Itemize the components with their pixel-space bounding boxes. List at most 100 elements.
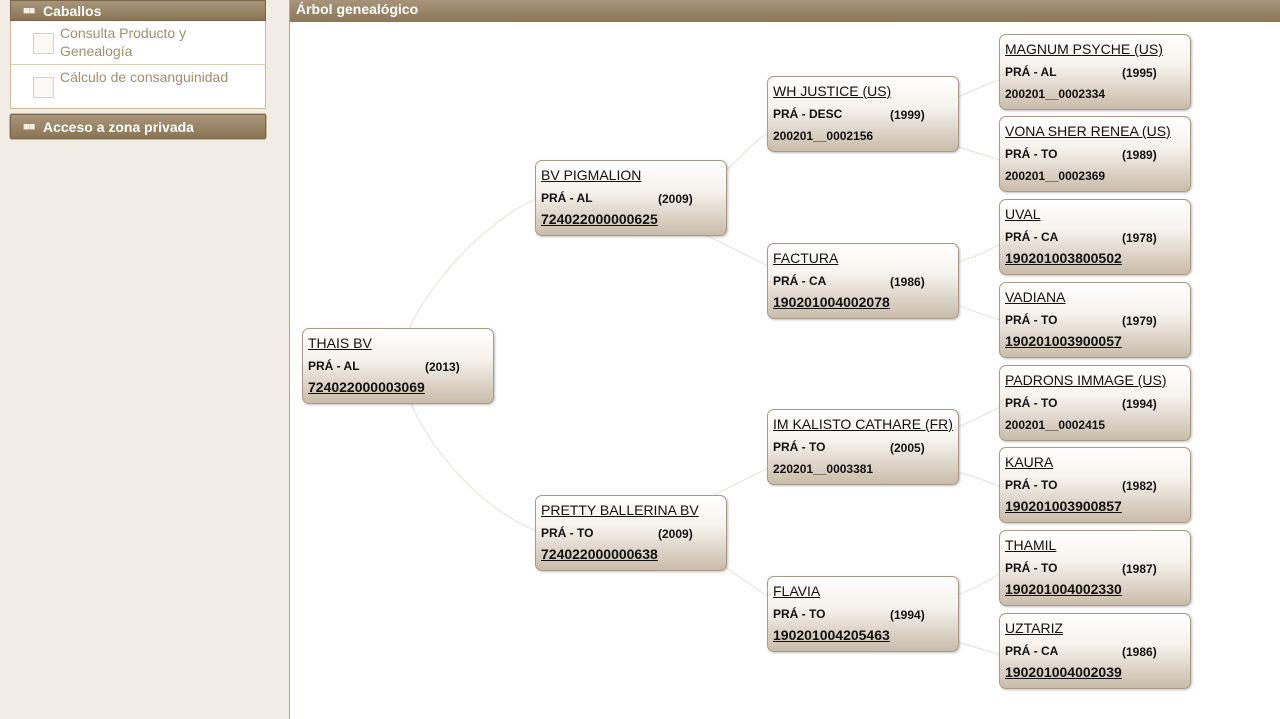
- horse-card-grandparent: FLAVIA PRÁ - TO (1994) 190201004205463: [767, 576, 959, 652]
- horse-breed: PRÁ - AL: [541, 191, 593, 205]
- connector-line: [957, 79, 1001, 98]
- sidebar-menu: Consulta Producto y Genealogía Cálculo d…: [10, 21, 266, 109]
- connector-line: [957, 243, 1001, 263]
- horse-code-link[interactable]: 724022000000638: [541, 546, 658, 562]
- horse-card-great-grandparent: KAURA PRÁ - TO (1982) 190201003900857: [999, 447, 1191, 523]
- horse-name-link[interactable]: THAIS BV: [308, 335, 372, 351]
- horse-breed: PRÁ - TO: [773, 607, 826, 621]
- connector-line: [709, 466, 771, 498]
- horse-breed: PRÁ - AL: [1005, 65, 1057, 79]
- connector-line: [957, 406, 1001, 428]
- page-title: Árbol genealógico: [290, 0, 1280, 22]
- horse-code-link[interactable]: 190201004002330: [1005, 581, 1122, 597]
- horse-year: (1994): [1122, 397, 1157, 411]
- horse-year: (1986): [1122, 645, 1157, 659]
- horse-breed: PRÁ - TO: [541, 526, 594, 540]
- connector-line: [699, 231, 771, 268]
- horse-code: 200201__0002156: [773, 129, 874, 143]
- horse-code-link[interactable]: 190201003800502: [1005, 250, 1122, 266]
- connector-line: [957, 641, 1001, 656]
- horse-year: (1994): [890, 608, 925, 622]
- horse-year: (1986): [890, 275, 925, 289]
- horse-name-link[interactable]: UZTARIZ: [1005, 620, 1064, 636]
- horse-card-great-grandparent: THAMIL PRÁ - TO (1987) 190201004002330: [999, 530, 1191, 606]
- horse-name-link[interactable]: WH JUSTICE (US): [773, 83, 892, 99]
- horse-breed: PRÁ - TO: [1005, 147, 1058, 161]
- horse-name-link[interactable]: VADIANA: [1005, 289, 1066, 305]
- horse-breed: PRÁ - TO: [773, 440, 826, 454]
- horse-year: (1979): [1122, 314, 1157, 328]
- horse-card-great-grandparent: UZTARIZ PRÁ - CA (1986) 190201004002039: [999, 613, 1191, 689]
- grip-icon: ■■: [23, 5, 35, 17]
- horse-card-great-grandparent: VADIANA PRÁ - TO (1979) 190201003900057: [999, 282, 1191, 358]
- horse-year: (2009): [658, 527, 693, 541]
- sidebar-section-caballos[interactable]: ■■ Caballos: [10, 0, 266, 21]
- sidebar-item-label[interactable]: Cálculo de consanguinidad: [60, 69, 229, 85]
- horse-year: (1978): [1122, 231, 1157, 245]
- horse-year: (2009): [658, 192, 693, 206]
- horse-card-grandparent: IM KALISTO CATHARE (FR) PRÁ - TO (2005) …: [767, 409, 959, 485]
- sidebar-item-consulta[interactable]: Consulta Producto y Genealogía: [11, 21, 265, 65]
- horse-year: (2013): [425, 360, 460, 374]
- horse-year: (1982): [1122, 479, 1157, 493]
- horse-name-link[interactable]: KAURA: [1005, 454, 1054, 470]
- horse-name-link[interactable]: BV PIGMALION: [541, 167, 642, 183]
- horse-code: 200201__0002369: [1005, 169, 1106, 183]
- horse-code-link[interactable]: 190201004002039: [1005, 664, 1122, 680]
- horse-name-link[interactable]: PADRONS IMMAGE (US): [1005, 372, 1167, 388]
- horse-code-link[interactable]: 190201004205463: [773, 627, 890, 643]
- horse-code: 220201__0003381: [773, 462, 874, 476]
- horse-breed: PRÁ - TO: [1005, 478, 1058, 492]
- horse-year: (1987): [1122, 562, 1157, 576]
- checkbox-icon: [33, 33, 54, 54]
- horse-name-link[interactable]: FACTURA: [773, 250, 839, 266]
- horse-code-link[interactable]: 724022000000625: [541, 211, 658, 227]
- horse-name-link[interactable]: FLAVIA: [773, 583, 821, 599]
- horse-year: (2005): [890, 441, 925, 455]
- horse-card-sire: BV PIGMALION PRÁ - AL (2009) 72402200000…: [535, 160, 727, 236]
- horse-name-link[interactable]: MAGNUM PSYCHE (US): [1005, 41, 1163, 57]
- horse-card-root: THAIS BV PRÁ - AL (2013) 724022000003069: [302, 328, 494, 404]
- horse-breed: PRÁ - CA: [773, 274, 827, 288]
- horse-breed: PRÁ - TO: [1005, 396, 1058, 410]
- connector-line: [957, 146, 1001, 161]
- sidebar-section-acceso-privado[interactable]: ■■ Acceso a zona privada: [10, 114, 266, 139]
- horse-card-great-grandparent: UVAL PRÁ - CA (1978) 190201003800502: [999, 199, 1191, 275]
- sidebar-item-consanguinidad[interactable]: Cálculo de consanguinidad: [11, 65, 265, 108]
- horse-year: (1999): [890, 108, 925, 122]
- connector-line: [957, 471, 1001, 488]
- horse-code: 200201__0002334: [1005, 87, 1106, 101]
- connector-line: [957, 573, 1001, 596]
- horse-breed: PRÁ - TO: [1005, 313, 1058, 327]
- horse-breed: PRÁ - DESC: [773, 107, 843, 121]
- pedigree-tree: THAIS BV PRÁ - AL (2013) 724022000003069…: [290, 22, 1280, 719]
- sidebar-item-label[interactable]: Consulta Producto y Genealogía: [60, 25, 187, 59]
- main-panel: Árbol genealógico THAIS BV: [289, 0, 1280, 719]
- sidebar-section-title: Acceso a zona privada: [43, 119, 194, 135]
- horse-card-great-grandparent: MAGNUM PSYCHE (US) PRÁ - AL (1995) 20020…: [999, 34, 1191, 110]
- horse-card-great-grandparent: VONA SHER RENEA (US) PRÁ - TO (1989) 200…: [999, 116, 1191, 192]
- horse-breed: PRÁ - CA: [1005, 230, 1059, 244]
- horse-name-link[interactable]: IM KALISTO CATHARE (FR): [773, 416, 953, 432]
- sidebar: ■■ Caballos Consulta Producto y Genealog…: [10, 0, 266, 139]
- horse-code: 200201__0002415: [1005, 418, 1106, 432]
- horse-code-link[interactable]: 190201003900057: [1005, 333, 1122, 349]
- horse-card-grandparent: FACTURA PRÁ - CA (1986) 190201004002078: [767, 243, 959, 319]
- horse-breed: PRÁ - TO: [1005, 561, 1058, 575]
- connector-line: [957, 304, 1001, 321]
- horse-breed: PRÁ - AL: [308, 359, 360, 373]
- horse-card-grandparent: WH JUSTICE (US) PRÁ - DESC (1999) 200201…: [767, 76, 959, 152]
- horse-code-link[interactable]: 724022000003069: [308, 379, 425, 395]
- grip-icon: ■■: [23, 121, 35, 133]
- horse-code-link[interactable]: 190201003900857: [1005, 498, 1122, 514]
- horse-code-link[interactable]: 190201004002078: [773, 294, 890, 310]
- horse-name-link[interactable]: PRETTY BALLERINA BV: [541, 502, 699, 518]
- horse-name-link[interactable]: VONA SHER RENEA (US): [1005, 123, 1171, 139]
- horse-year: (1989): [1122, 148, 1157, 162]
- horse-name-link[interactable]: UVAL: [1005, 206, 1041, 222]
- horse-name-link[interactable]: THAMIL: [1005, 537, 1057, 553]
- horse-card-dam: PRETTY BALLERINA BV PRÁ - TO (2009) 7240…: [535, 495, 727, 571]
- horse-year: (1995): [1122, 66, 1157, 80]
- horse-breed: PRÁ - CA: [1005, 644, 1059, 658]
- checkbox-icon: [33, 77, 54, 98]
